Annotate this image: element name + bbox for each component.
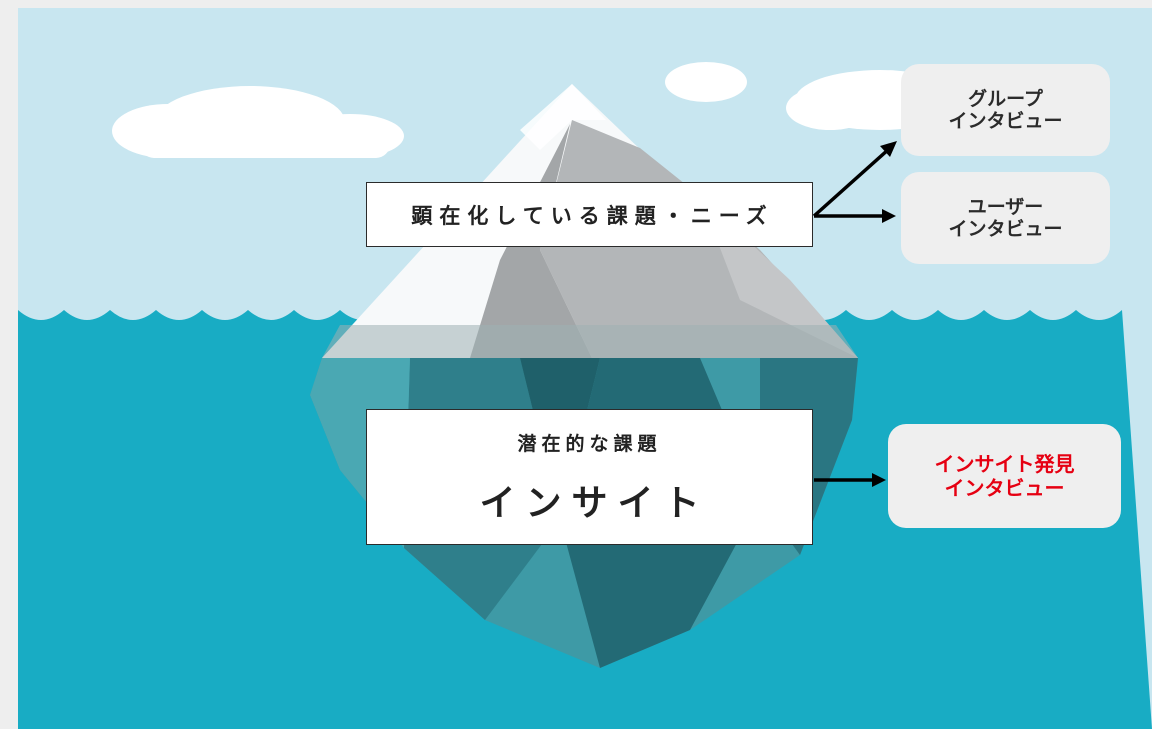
group-interview-line1: グループ [968, 88, 1043, 110]
cloud-small [665, 62, 747, 102]
user-interview-line2: インタビュー [948, 218, 1063, 240]
insight-interview-line2: インタビュー [944, 476, 1065, 500]
arrow-to-group [812, 146, 892, 218]
group-interview-line2: インタビュー [948, 110, 1063, 132]
surface-needs-label: 顕在化している課題・ニーズ [411, 203, 774, 228]
user-interview-line1: ユーザー [967, 196, 1044, 218]
latent-issues-label: 潜在的な課題 [517, 432, 662, 455]
user-interview-tag: ユーザー インタビュー [901, 172, 1110, 264]
arrow-head-user [882, 209, 896, 223]
arrow-head-insight [872, 473, 886, 487]
cloud-left [112, 86, 404, 158]
arrow-head-group [880, 141, 897, 157]
insight-label: インサイト [479, 482, 710, 524]
insight-interview-line1: インサイト発見 [934, 452, 1075, 476]
insight-interview-tag: インサイト発見 インタビュー [888, 424, 1121, 528]
group-interview-tag: グループ インタビュー [901, 64, 1110, 156]
latent-issues-box: 潜在的な課題 インサイト [366, 409, 813, 545]
surface-needs-box: 顕在化している課題・ニーズ [366, 182, 813, 247]
